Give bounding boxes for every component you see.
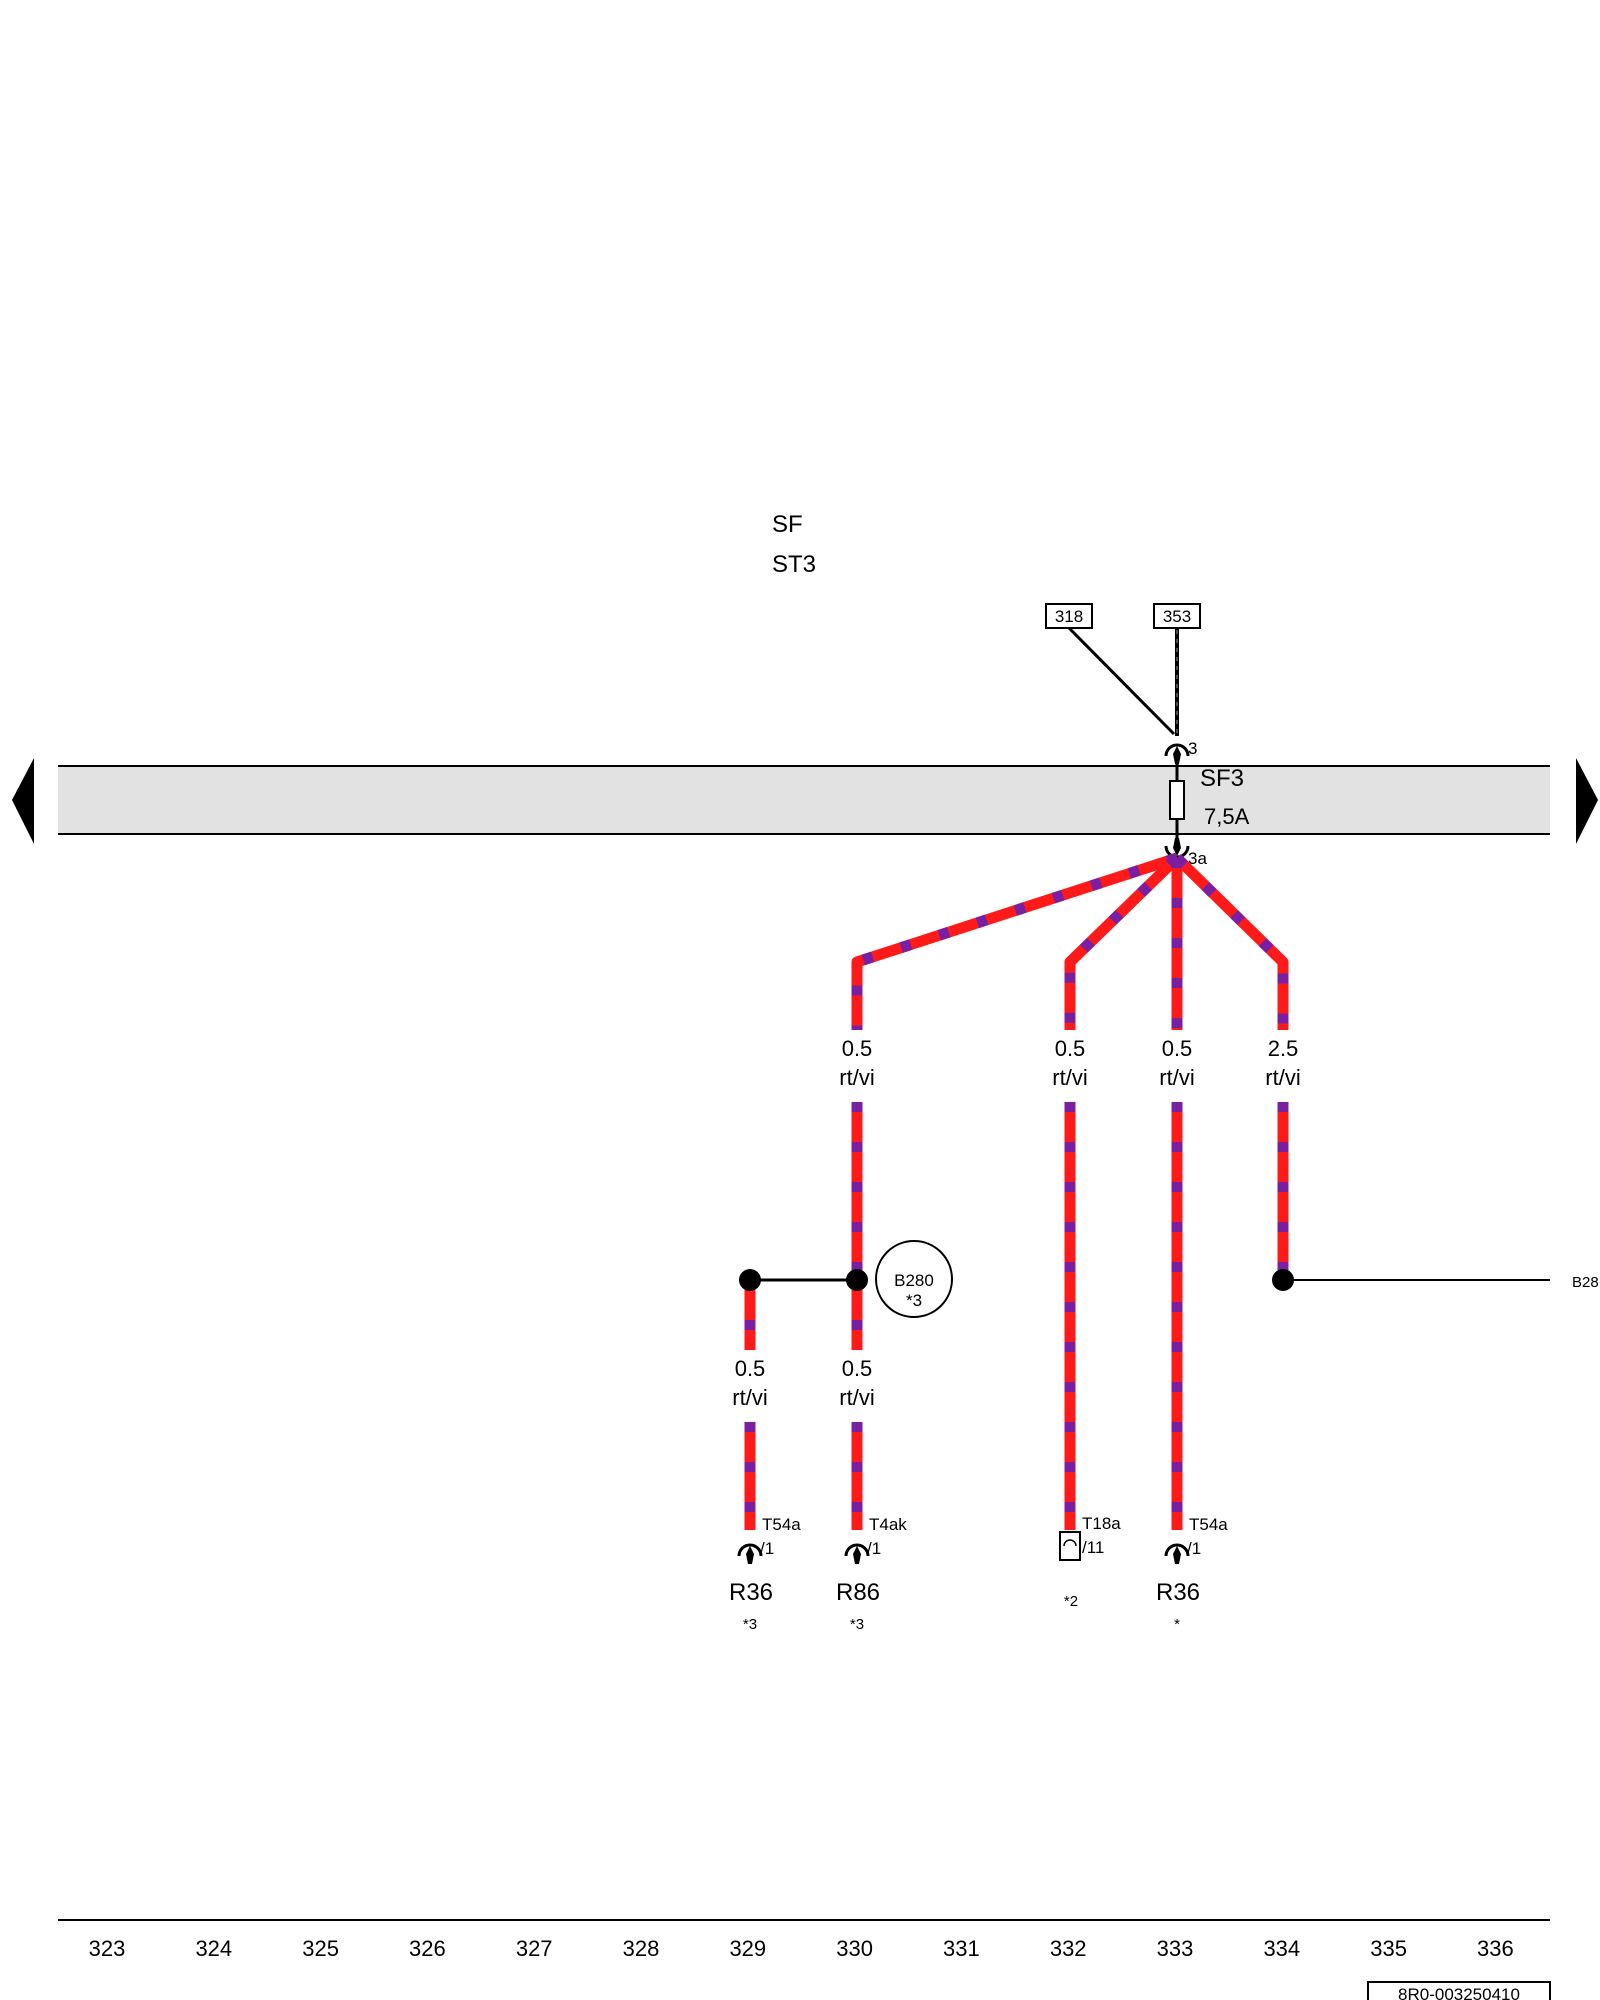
- rail-sub-label: ST3: [772, 551, 816, 578]
- column-number: 329: [729, 1936, 766, 1961]
- wire-w3-color: rt/vi: [1159, 1065, 1194, 1090]
- document-id-label: 8R0-003250410: [1398, 1985, 1520, 2000]
- reference-318-label: 318: [1055, 607, 1083, 626]
- fuse-sf3[interactable]: [1164, 743, 1190, 859]
- column-number: 334: [1263, 1936, 1300, 1961]
- wire-w5-size: 0.5: [735, 1356, 766, 1381]
- note-330: *3: [850, 1616, 864, 1633]
- note-332: *2: [1064, 1593, 1078, 1610]
- connector-t54a-333-pin: /1: [1187, 1539, 1201, 1558]
- connector-t54a-329-id: T54a: [762, 1515, 801, 1534]
- column-number: 327: [516, 1936, 553, 1961]
- connector-t4ak-330[interactable]: [844, 1543, 870, 1566]
- column-number: 325: [302, 1936, 339, 1961]
- feed-wire-318: [1067, 626, 1176, 736]
- reference-353-label: 353: [1163, 607, 1191, 626]
- connector-t18a-332-id: T18a: [1082, 1514, 1121, 1533]
- column-number: 328: [623, 1936, 660, 1961]
- connector-t54a-329[interactable]: [737, 1543, 763, 1566]
- wire-w2-size: 0.5: [1055, 1036, 1086, 1061]
- splice-b280[interactable]: B280 *3: [875, 1240, 953, 1318]
- wire-w1[interactable]: [851, 852, 1179, 1030]
- document-id-box: 8R0-003250410: [1367, 1981, 1551, 2000]
- component-r86-330: R86: [836, 1579, 880, 1606]
- rail-name-label: SF: [772, 511, 803, 538]
- component-r36-329: R36: [729, 1579, 773, 1606]
- reference-box-318[interactable]: 318: [1045, 603, 1093, 629]
- wire-w5-color: rt/vi: [732, 1385, 767, 1410]
- wire-w4-size: 2.5: [1268, 1036, 1299, 1061]
- rail-arrow-left-icon[interactable]: [12, 758, 34, 844]
- fuse-rail: [58, 766, 1550, 834]
- junction-dot-329[interactable]: [739, 1269, 761, 1291]
- column-number: 332: [1050, 1936, 1087, 1961]
- wire-w1-color: rt/vi: [839, 1065, 874, 1090]
- wire-w3-size: 0.5: [1162, 1036, 1193, 1061]
- splice-name-label: B280: [894, 1271, 934, 1290]
- rail-arrow-right-icon[interactable]: [1576, 758, 1598, 844]
- continuation-label[interactable]: B28: [1572, 1274, 1599, 1291]
- connector-t18a-332[interactable]: [1059, 1531, 1081, 1561]
- fuse-pin-out-label: 3a: [1188, 849, 1207, 868]
- note-333: *: [1174, 1616, 1180, 1633]
- column-number: 336: [1477, 1936, 1514, 1961]
- component-r36-333: R36: [1156, 1579, 1200, 1606]
- connector-t54a-333-id: T54a: [1189, 1515, 1228, 1534]
- connector-t4ak-330-pin: /1: [867, 1539, 881, 1558]
- column-number: 330: [836, 1936, 873, 1961]
- connector-t4ak-330-id: T4ak: [869, 1515, 907, 1534]
- wire-w6-size: 0.5: [842, 1356, 873, 1381]
- column-number: 326: [409, 1936, 446, 1961]
- splice-note-label: *3: [906, 1291, 922, 1310]
- wire-w4-color: rt/vi: [1265, 1065, 1300, 1090]
- column-number: 335: [1370, 1936, 1407, 1961]
- fuse-name-label: SF3: [1200, 765, 1244, 792]
- fuse-pin-in-label: 3: [1188, 739, 1197, 758]
- column-number: 324: [195, 1936, 232, 1961]
- wire-w6-color: rt/vi: [839, 1385, 874, 1410]
- connector-t54a-329-pin: /1: [760, 1539, 774, 1558]
- fuse-rating-label: 7,5A: [1204, 804, 1250, 829]
- column-number: 323: [89, 1936, 126, 1961]
- wire-w2-color: rt/vi: [1052, 1065, 1087, 1090]
- wire-harness: [744, 852, 1289, 1530]
- wire-w1-size: 0.5: [842, 1036, 873, 1061]
- reference-box-353[interactable]: 353: [1153, 603, 1201, 629]
- column-number: 331: [943, 1936, 980, 1961]
- column-number: 333: [1157, 1936, 1194, 1961]
- connector-t18a-332-pin: /11: [1082, 1538, 1104, 1557]
- column-numbers: 323 324 325 326 327 328 329 330 331 332 333 334 335 3…: [89, 1936, 1514, 1961]
- junction-dot-330[interactable]: [846, 1269, 868, 1291]
- note-329: *3: [743, 1616, 757, 1633]
- connector-t54a-333[interactable]: [1164, 1543, 1190, 1566]
